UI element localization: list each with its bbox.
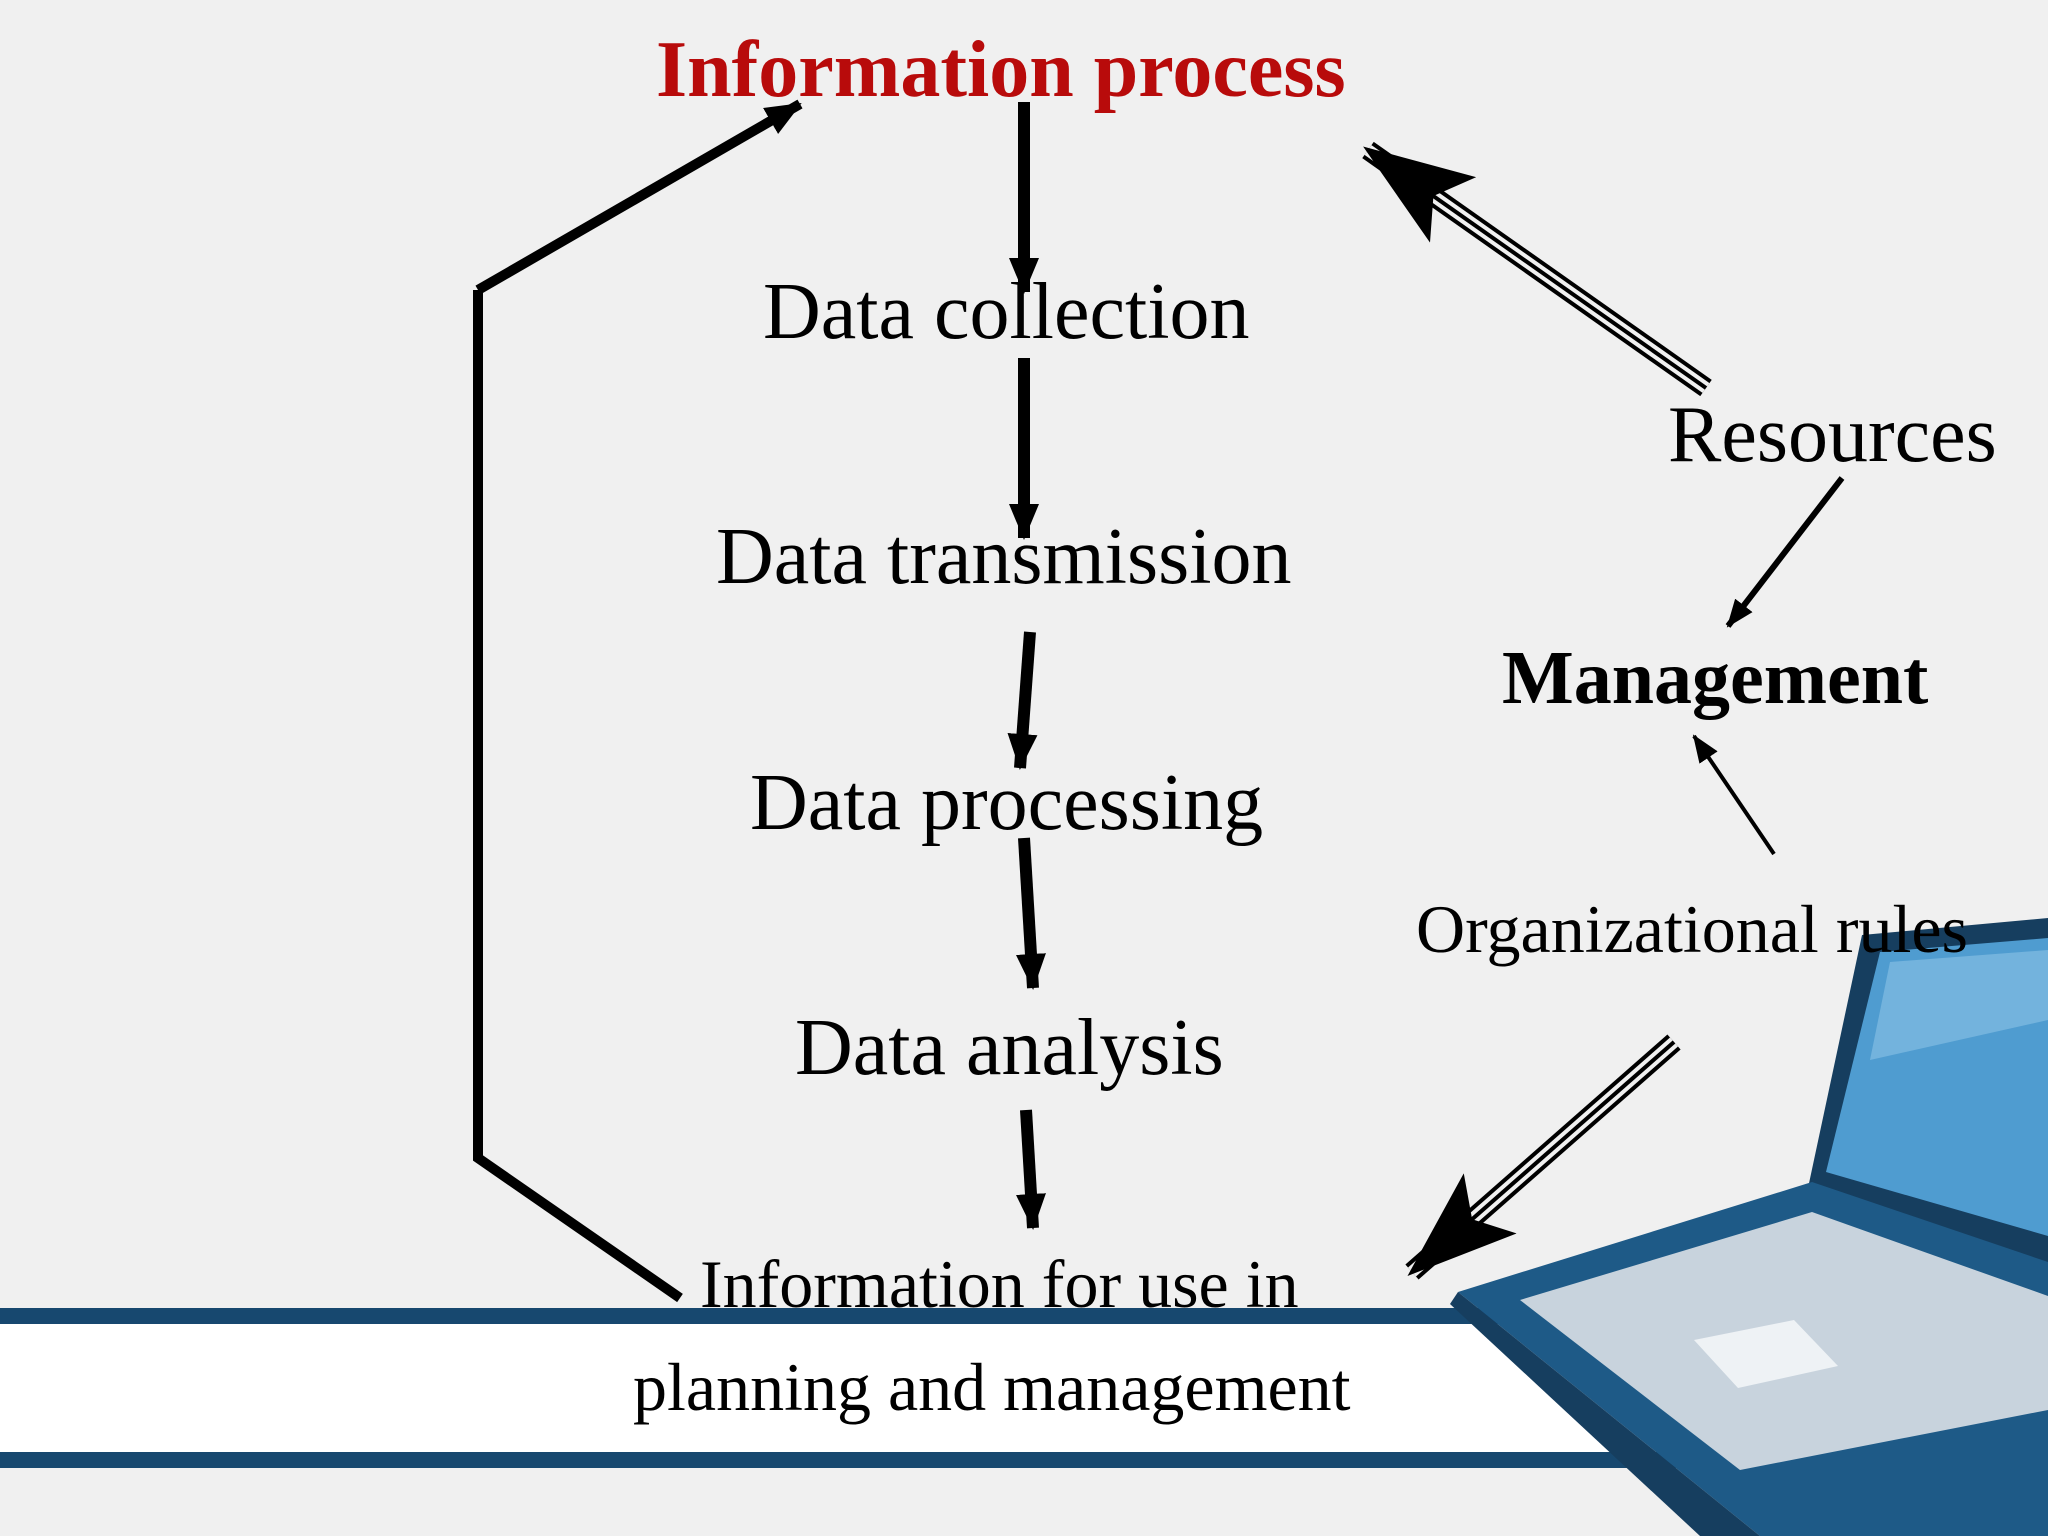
output-label-line2: planning and management <box>633 1349 1351 1425</box>
arrow-transmission-to-processing <box>1007 631 1038 770</box>
resources-to-management-arrow <box>1725 476 1845 628</box>
footer-rule-bottom <box>0 1452 2048 1468</box>
arrow-processing-to-analysis <box>1015 837 1046 990</box>
diagram-title: Information process <box>656 26 1346 114</box>
rules-to-management-arrow <box>1692 734 1776 856</box>
rules-to-output-arrow <box>1407 1040 1676 1276</box>
resources-to-process-arrow <box>1363 146 1708 390</box>
step-data-analysis: Data analysis <box>795 1004 1224 1092</box>
feedback-loop-line <box>473 290 683 1303</box>
organizational-rules-label: Organizational rules <box>1416 891 1969 967</box>
management-label: Management <box>1502 636 1929 720</box>
feedback-loop-arrow <box>475 99 803 295</box>
step-data-collection: Data collection <box>763 268 1250 356</box>
step-data-transmission: Data transmission <box>716 513 1292 601</box>
step-data-processing: Data processing <box>750 759 1264 847</box>
arrow-analysis-to-output <box>1016 1109 1046 1230</box>
resources-label: Resources <box>1668 391 1997 479</box>
output-label-line1: Information for use in <box>700 1246 1299 1322</box>
